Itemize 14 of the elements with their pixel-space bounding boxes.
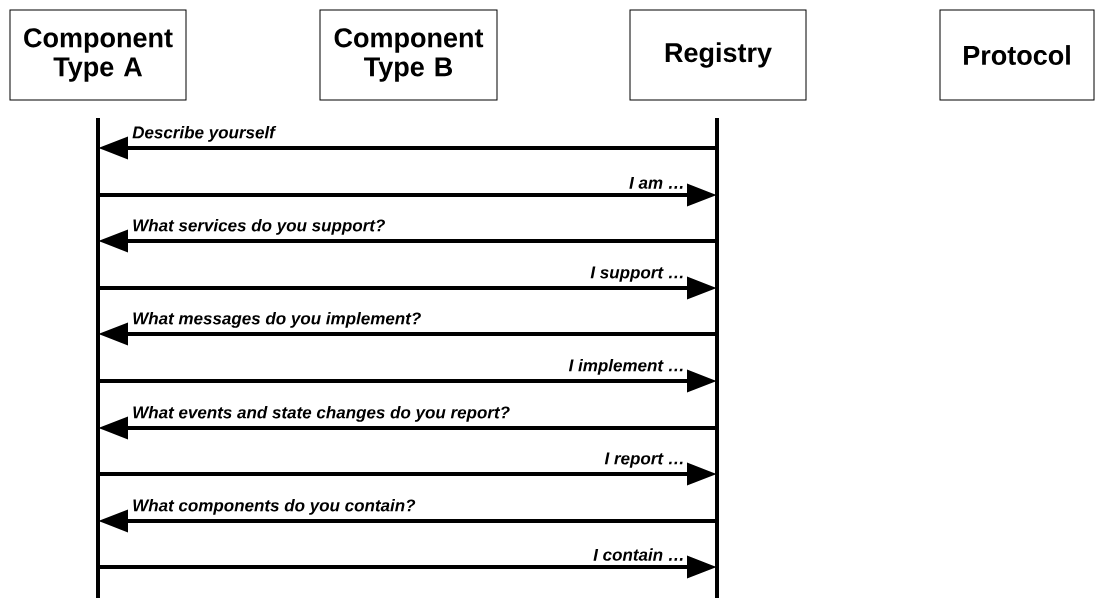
- edge-label: What components do you contain?: [131, 497, 417, 516]
- edge-label: What messages do you implement?: [131, 310, 423, 329]
- participant-box: Registry: [629, 9, 807, 101]
- edge-label: Describe yourself: [131, 124, 277, 143]
- edge-label: I implement …: [567, 357, 686, 376]
- edge-label: I am …: [628, 175, 686, 190]
- participant-box: Component Type A: [9, 9, 187, 101]
- participant-box: Component Type B: [319, 9, 498, 101]
- edge-label: What services do you support?: [131, 217, 387, 236]
- edge-label: I support …: [589, 265, 686, 283]
- edge-label: I report …: [603, 451, 686, 469]
- edge-label: What events and state changes do you report?: [131, 404, 512, 423]
- participant-box: Protocol: [939, 9, 1095, 101]
- edge-label: I contain …: [592, 547, 686, 562]
